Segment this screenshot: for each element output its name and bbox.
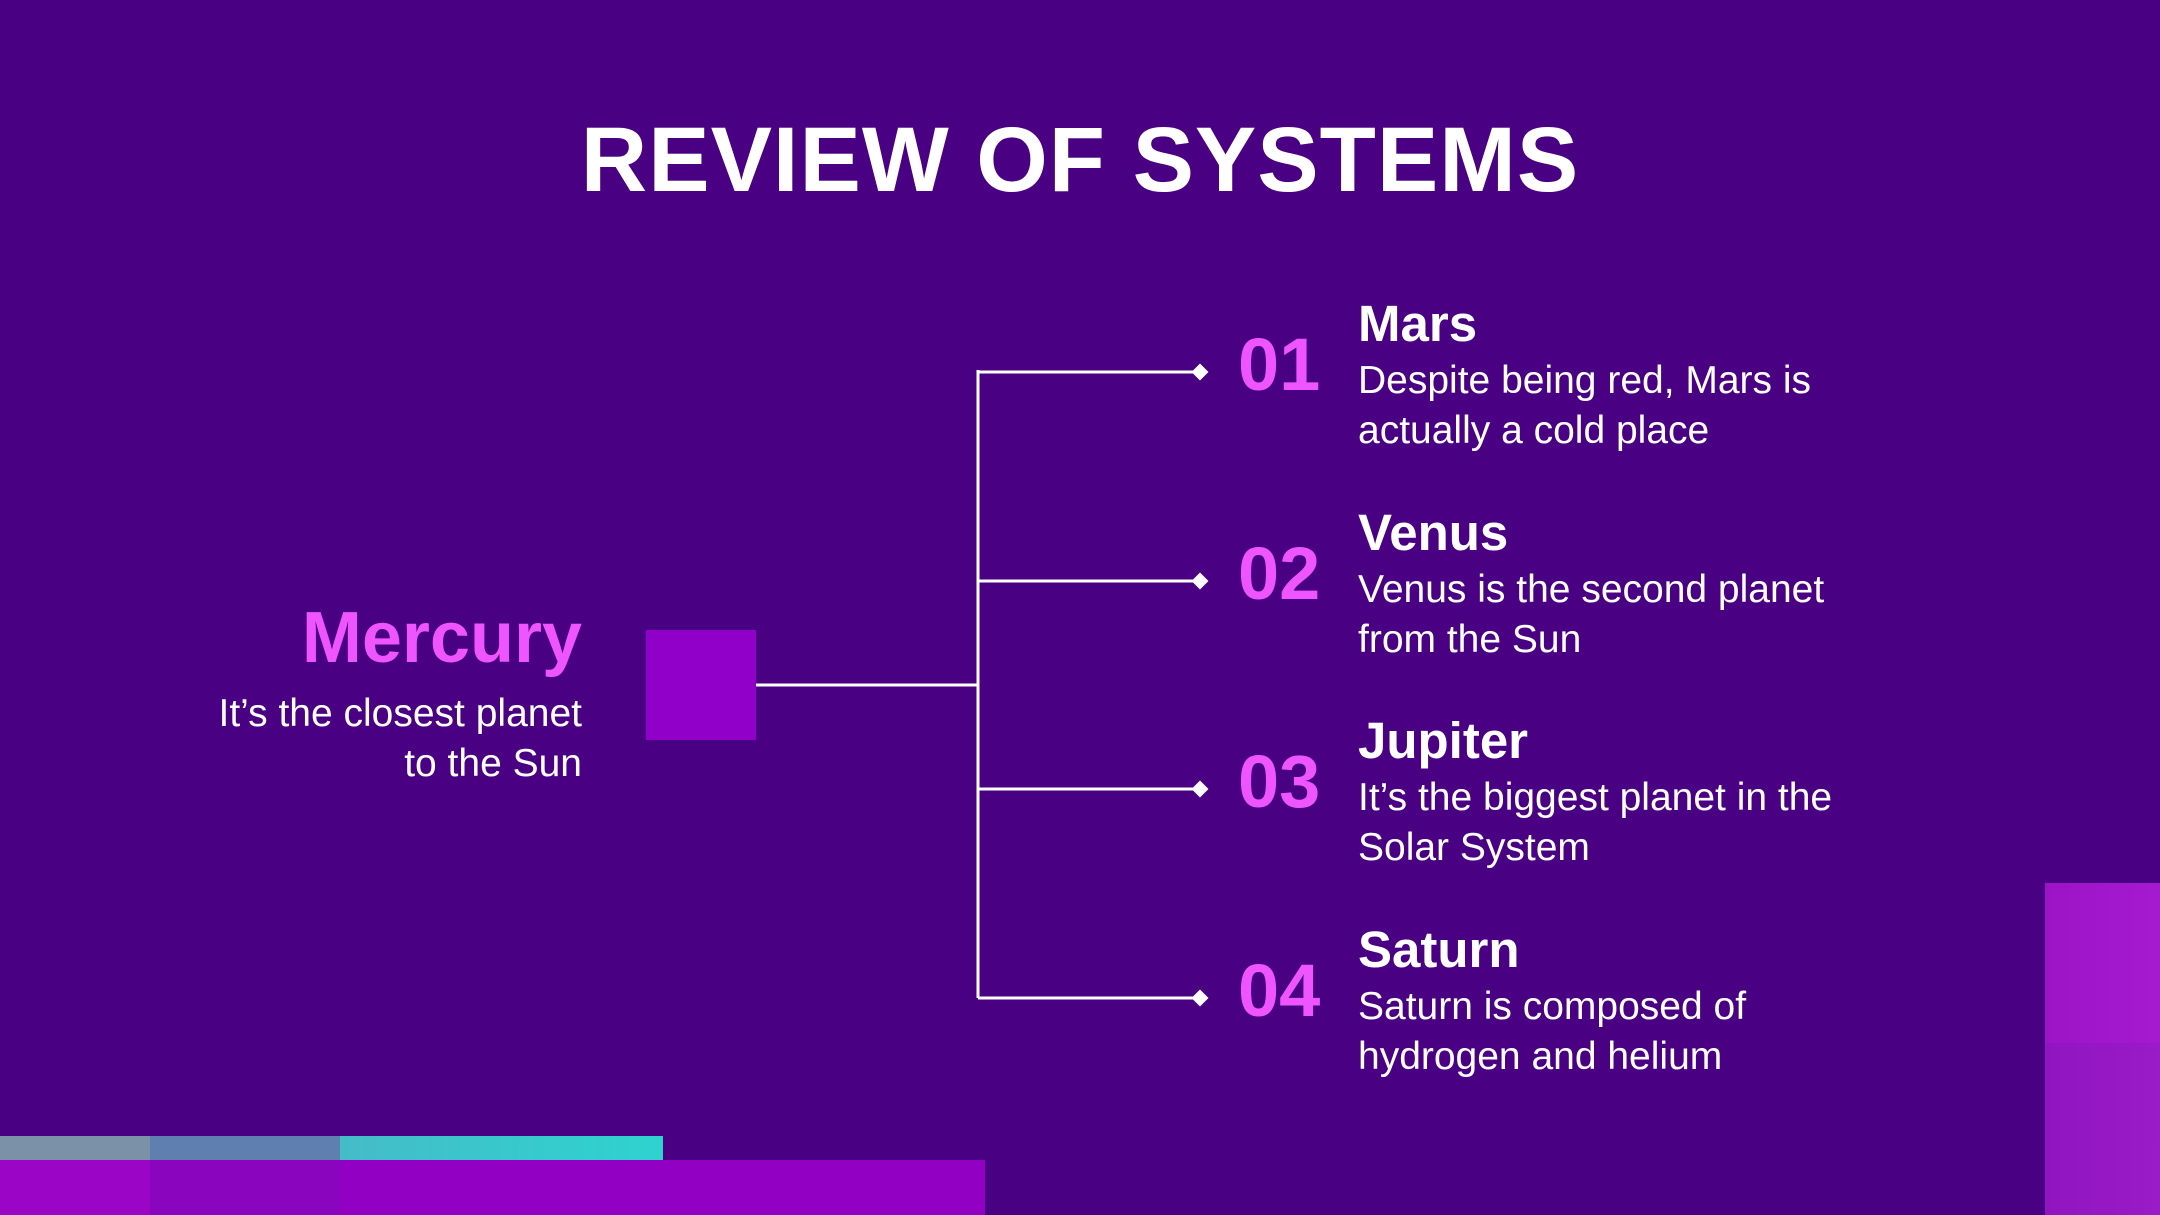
item-number: 04 (1238, 949, 1321, 1032)
item-title: Saturn (1358, 921, 1520, 978)
connector-marker-01 (1191, 363, 1209, 381)
item-desc-line2: Solar System (1358, 826, 1590, 869)
item-number: 03 (1238, 740, 1321, 823)
decor-bar-teal (340, 1136, 663, 1160)
item-title: Venus (1358, 504, 1509, 561)
decor-bar-magenta-1 (0, 1160, 150, 1215)
item-desc: It’s the biggest planet in the Solar Sys… (1358, 773, 1998, 873)
item-desc-line1: Despite being red, Mars is (1358, 359, 1812, 402)
item-desc-line2: hydrogen and helium (1358, 1035, 1723, 1078)
item-desc-line1: It’s the biggest planet in the (1358, 776, 1833, 819)
item-desc: Saturn is composed of hydrogen and heliu… (1358, 982, 1998, 1082)
decor-block-right-bottom (2045, 1043, 2160, 1215)
item-desc-line1: Saturn is composed of (1358, 985, 1747, 1028)
item-text: Jupiter It’s the biggest planet in the S… (1358, 712, 1998, 873)
item-desc-line2: actually a cold place (1358, 409, 1710, 452)
item-desc: Despite being red, Mars is actually a co… (1358, 356, 1998, 456)
item-desc-line2: from the Sun (1358, 618, 1582, 661)
connector-marker-03 (1191, 780, 1209, 798)
decor-bar-magenta-3 (340, 1160, 985, 1215)
center-node-desc: It’s the closest planet to the Sun (0, 689, 583, 789)
decor-bar-gray (0, 1136, 150, 1160)
item-number: 02 (1238, 532, 1321, 615)
center-node-square (646, 630, 756, 740)
decor-bar-magenta-2 (150, 1160, 340, 1215)
connector-marker-04 (1191, 989, 1209, 1007)
center-node-desc-line2: to the Sun (404, 742, 582, 785)
item-text: Mars Despite being red, Mars is actually… (1358, 295, 1998, 456)
item-desc-line1: Venus is the second planet (1358, 568, 1825, 611)
slide-title: REVIEW OF SYSTEMS (580, 109, 1580, 211)
center-node-title: Mercury (301, 598, 582, 678)
item-text: Saturn Saturn is composed of hydrogen an… (1358, 921, 1998, 1082)
item-text: Venus Venus is the second planet from th… (1358, 504, 1998, 665)
item-number: 01 (1238, 323, 1321, 406)
item-title: Mars (1358, 295, 1478, 352)
center-node-text: Mercury It’s the closest planet to the S… (0, 595, 583, 789)
item-title: Jupiter (1358, 712, 1529, 769)
connector-marker-02 (1191, 572, 1209, 590)
center-node-desc-line1: It’s the closest planet (218, 692, 583, 735)
item-desc: Venus is the second planet from the Sun (1358, 565, 1998, 665)
decor-bar-slate (150, 1136, 340, 1160)
decor-block-right-top (2045, 883, 2160, 1043)
